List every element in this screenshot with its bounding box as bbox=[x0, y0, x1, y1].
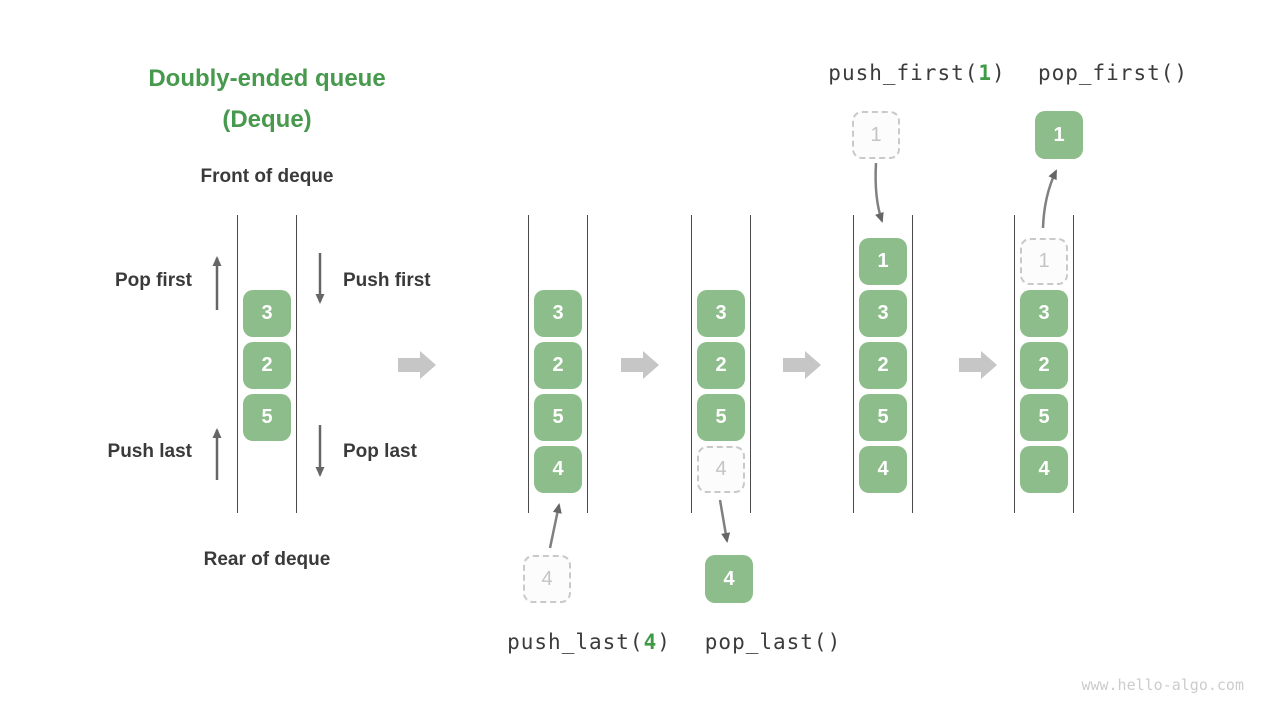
op-text: push_first( bbox=[828, 61, 979, 85]
queue-cell: 2 bbox=[697, 342, 745, 389]
push-first-source-cell: 1 bbox=[852, 111, 900, 159]
concept-queue-container: 3 2 5 bbox=[237, 215, 297, 513]
queue-cell: 4 bbox=[1020, 446, 1068, 493]
pop-first-label: Pop first bbox=[114, 270, 192, 291]
op-arg: 1 bbox=[978, 61, 993, 85]
queue-cell: 3 bbox=[859, 290, 907, 337]
pop-last-op-label: pop_last() bbox=[663, 630, 883, 654]
queue-after-pop-first: 1 3 2 5 4 bbox=[1014, 215, 1074, 513]
diagram-title: Doubly-ended queue (Deque) bbox=[87, 58, 447, 140]
queue-after-push-first: 1 3 2 5 4 bbox=[853, 215, 913, 513]
queue-cell: 5 bbox=[534, 394, 582, 441]
pop-last-result-cell: 4 bbox=[705, 555, 753, 603]
queue-cell: 2 bbox=[859, 342, 907, 389]
title-line-2: (Deque) bbox=[222, 106, 312, 133]
title-line-1: Doubly-ended queue bbox=[148, 65, 386, 92]
queue-cell: 4 bbox=[859, 446, 907, 493]
queue-after-pop-last: 3 2 5 4 bbox=[691, 215, 751, 513]
queue-cell: 2 bbox=[243, 342, 291, 389]
op-text: pop_first() bbox=[1037, 61, 1189, 85]
op-text: ) bbox=[992, 61, 1006, 85]
watermark: www.hello-algo.com bbox=[1081, 676, 1244, 694]
push-first-label: Push first bbox=[343, 270, 431, 291]
queue-cell-ghost: 1 bbox=[1020, 238, 1068, 285]
queue-cell: 1 bbox=[859, 238, 907, 285]
rear-of-deque-label: Rear of deque bbox=[203, 549, 331, 570]
queue-after-push-last: 3 2 5 4 bbox=[528, 215, 588, 513]
op-text: push_last( bbox=[507, 630, 644, 654]
transition-arrow-icon bbox=[959, 351, 997, 379]
queue-cell: 5 bbox=[697, 394, 745, 441]
queue-cell: 3 bbox=[1020, 290, 1068, 337]
op-text: pop_last() bbox=[704, 630, 842, 654]
queue-cell: 3 bbox=[243, 290, 291, 337]
queue-cell-ghost: 4 bbox=[697, 446, 745, 493]
queue-cell: 2 bbox=[1020, 342, 1068, 389]
push-first-insert-arrow-icon bbox=[874, 162, 884, 223]
push-last-source-cell: 4 bbox=[523, 555, 571, 603]
transition-arrow-icon bbox=[783, 351, 821, 379]
queue-cell: 4 bbox=[534, 446, 582, 493]
transition-arrow-icon bbox=[398, 351, 436, 379]
queue-cell: 5 bbox=[1020, 394, 1068, 441]
push-last-label: Push last bbox=[107, 441, 192, 462]
push-first-op-label: push_first(1) bbox=[807, 61, 1027, 85]
pop-last-label: Pop last bbox=[343, 441, 417, 462]
op-arg: 4 bbox=[643, 630, 658, 654]
queue-cell: 3 bbox=[534, 290, 582, 337]
queue-cell: 5 bbox=[243, 394, 291, 441]
push-last-op-label: push_last(4) bbox=[479, 630, 699, 654]
queue-cell: 2 bbox=[534, 342, 582, 389]
transition-arrow-icon bbox=[621, 351, 659, 379]
pop-first-result-cell: 1 bbox=[1035, 111, 1083, 159]
pop-first-op-label: pop_first() bbox=[1003, 61, 1223, 85]
op-text: ) bbox=[657, 630, 671, 654]
queue-cell: 5 bbox=[859, 394, 907, 441]
front-of-deque-label: Front of deque bbox=[200, 166, 334, 187]
queue-cell: 3 bbox=[697, 290, 745, 337]
